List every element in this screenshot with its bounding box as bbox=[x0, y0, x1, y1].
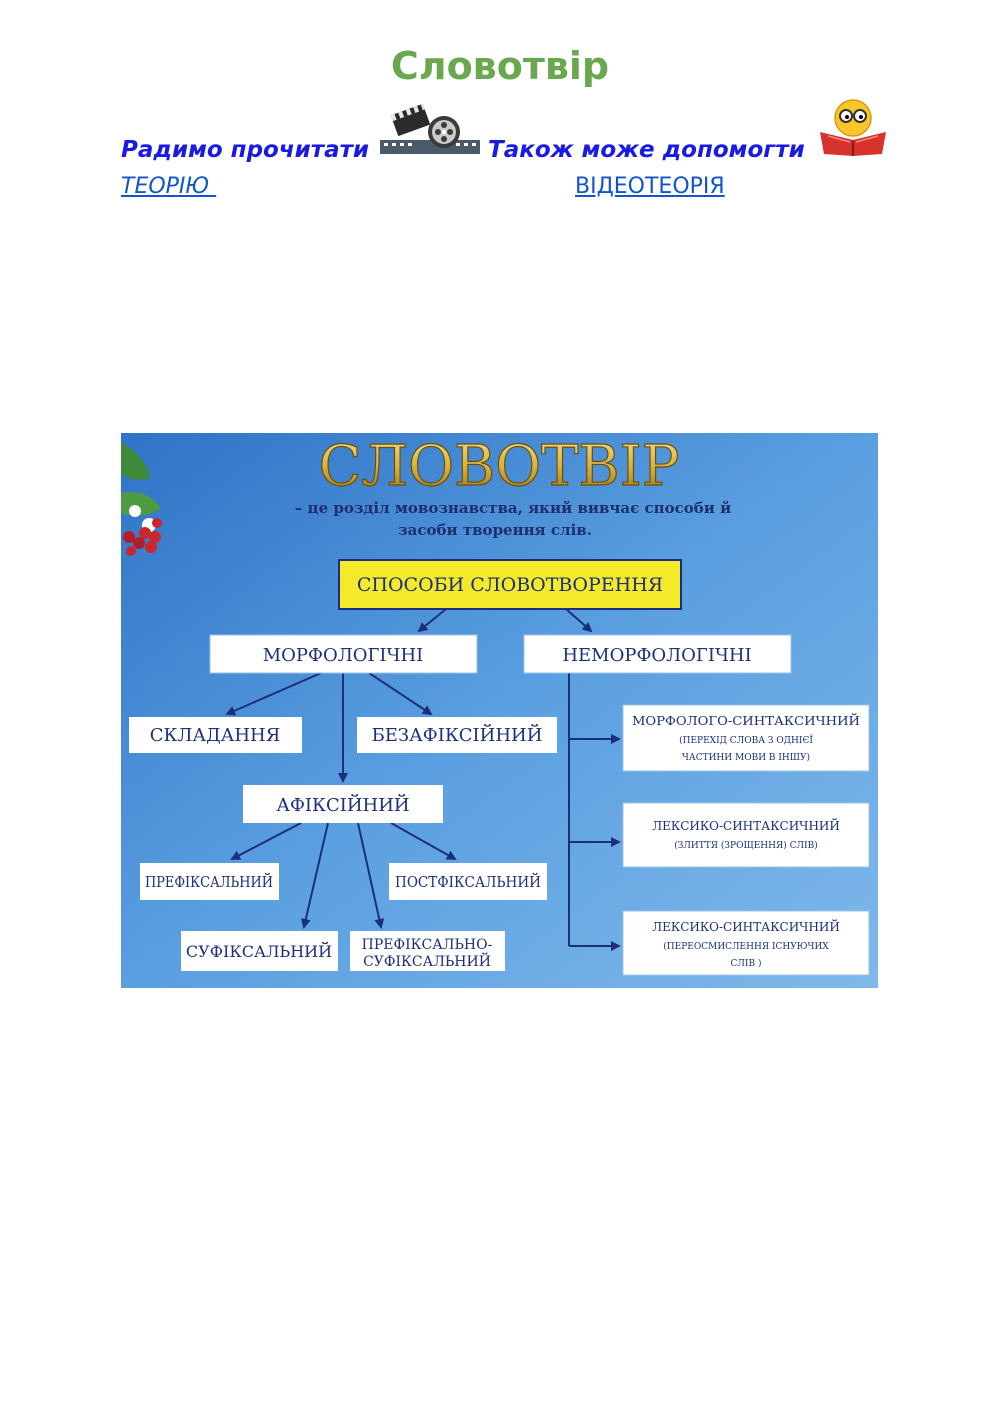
viburnum-berries-decoration bbox=[121, 443, 162, 556]
lexico-syntactic-2-line-2: (ПЕРЕОСМИСЛЕННЯ ІСНУЮЧИХ bbox=[663, 941, 829, 952]
box-compound: СКЛАДАННЯ bbox=[129, 717, 302, 753]
box-affix: АФІКСІЙНИЙ bbox=[243, 785, 443, 823]
read-theory-text: Радимо прочитати bbox=[121, 137, 370, 163]
word-formation-diagram: СЛОВОТВІР – це розділ мовознавства, який… bbox=[121, 433, 878, 988]
lexico-syntactic-1-line-2: (ЗЛИТТЯ (ЗРОЩЕННЯ) СЛІВ) bbox=[674, 840, 817, 851]
morphological-label: МОРФОЛОГІЧНІ bbox=[263, 645, 424, 666]
box-lexico-syntactic-rethink: ЛЕКСИКО-СИНТАКСИЧНИЙ (ПЕРЕОСМИСЛЕННЯ ІСН… bbox=[622, 910, 870, 976]
box-morphological: МОРФОЛОГІЧНІ bbox=[209, 634, 478, 674]
box-lexico-syntactic-fusion: ЛЕКСИКО-СИНТАКСИЧНИЙ (ЗЛИТТЯ (ЗРОЩЕННЯ) … bbox=[622, 802, 870, 868]
lexico-syntactic-2-line-3: СЛІВ ) bbox=[731, 958, 762, 969]
definition-line-2: засоби творення слів. bbox=[398, 521, 592, 539]
prefix-label: ПРЕФІКСАЛЬНИЙ bbox=[145, 872, 273, 891]
nonaffix-label: БЕЗАФІКСІЙНИЙ bbox=[372, 723, 543, 746]
diagram-heading: СЛОВОТВІР bbox=[319, 434, 680, 499]
affix-label: АФІКСІЙНИЙ bbox=[276, 793, 409, 816]
compound-label: СКЛАДАННЯ bbox=[150, 725, 281, 746]
definition-line-1: – це розділ мовознавства, який вивчає сп… bbox=[295, 499, 731, 517]
prefix-suffix-line-2: СУФІКСАЛЬНИЙ bbox=[363, 951, 491, 970]
morpho-syntactic-line-1: МОРФОЛОГО-СИНТАКСИЧНИЙ bbox=[632, 712, 860, 728]
box-postfix: ПОСТФІКСАЛЬНИЙ bbox=[389, 863, 547, 900]
morpho-syntactic-line-3: ЧАСТИНИ МОВИ В ІНШУ) bbox=[682, 752, 810, 763]
morpho-syntactic-line-2: (ПЕРЕХІД СЛОВА З ОДНІЄЇ bbox=[679, 734, 813, 746]
prefix-suffix-line-1: ПРЕФІКСАЛЬНО- bbox=[362, 937, 493, 953]
diagram-arrows bbox=[225, 608, 621, 951]
lexico-syntactic-2-line-1: ЛЕКСИКО-СИНТАКСИЧНИЙ bbox=[652, 918, 840, 934]
suffix-label: СУФІКСАЛЬНИЙ bbox=[186, 941, 332, 961]
lexico-syntactic-1-line-1: ЛЕКСИКО-СИНТАКСИЧНИЙ bbox=[652, 817, 840, 833]
box-morpho-syntactic: МОРФОЛОГО-СИНТАКСИЧНИЙ (ПЕРЕХІД СЛОВА З … bbox=[622, 704, 870, 772]
help-text: Також може допомогти bbox=[488, 137, 805, 163]
postfix-label: ПОСТФІКСАЛЬНИЙ bbox=[395, 872, 541, 891]
box-prefix-suffix: ПРЕФІКСАЛЬНО- СУФІКСАЛЬНИЙ bbox=[350, 931, 505, 971]
smiley-reading-book-icon bbox=[820, 99, 886, 156]
nonmorphological-label: НЕМОРФОЛОГІЧНІ bbox=[562, 645, 751, 666]
box-root: СПОСОБИ СЛОВОТВОРЕННЯ bbox=[338, 559, 682, 610]
box-prefix: ПРЕФІКСАЛЬНИЙ bbox=[140, 863, 279, 900]
box-suffix: СУФІКСАЛЬНИЙ bbox=[181, 931, 338, 971]
theory-link[interactable]: ТЕОРІЮ bbox=[121, 174, 217, 199]
page-title: Словотвір bbox=[390, 44, 610, 88]
video-theory-link[interactable]: ВІДЕОТЕОРІЯ bbox=[575, 174, 725, 199]
box-nonmorphological: НЕМОРФОЛОГІЧНІ bbox=[523, 634, 792, 674]
film-reel-icon bbox=[380, 103, 480, 154]
root-label: СПОСОБИ СЛОВОТВОРЕННЯ bbox=[357, 574, 663, 596]
box-nonaffix: БЕЗАФІКСІЙНИЙ bbox=[357, 717, 557, 753]
